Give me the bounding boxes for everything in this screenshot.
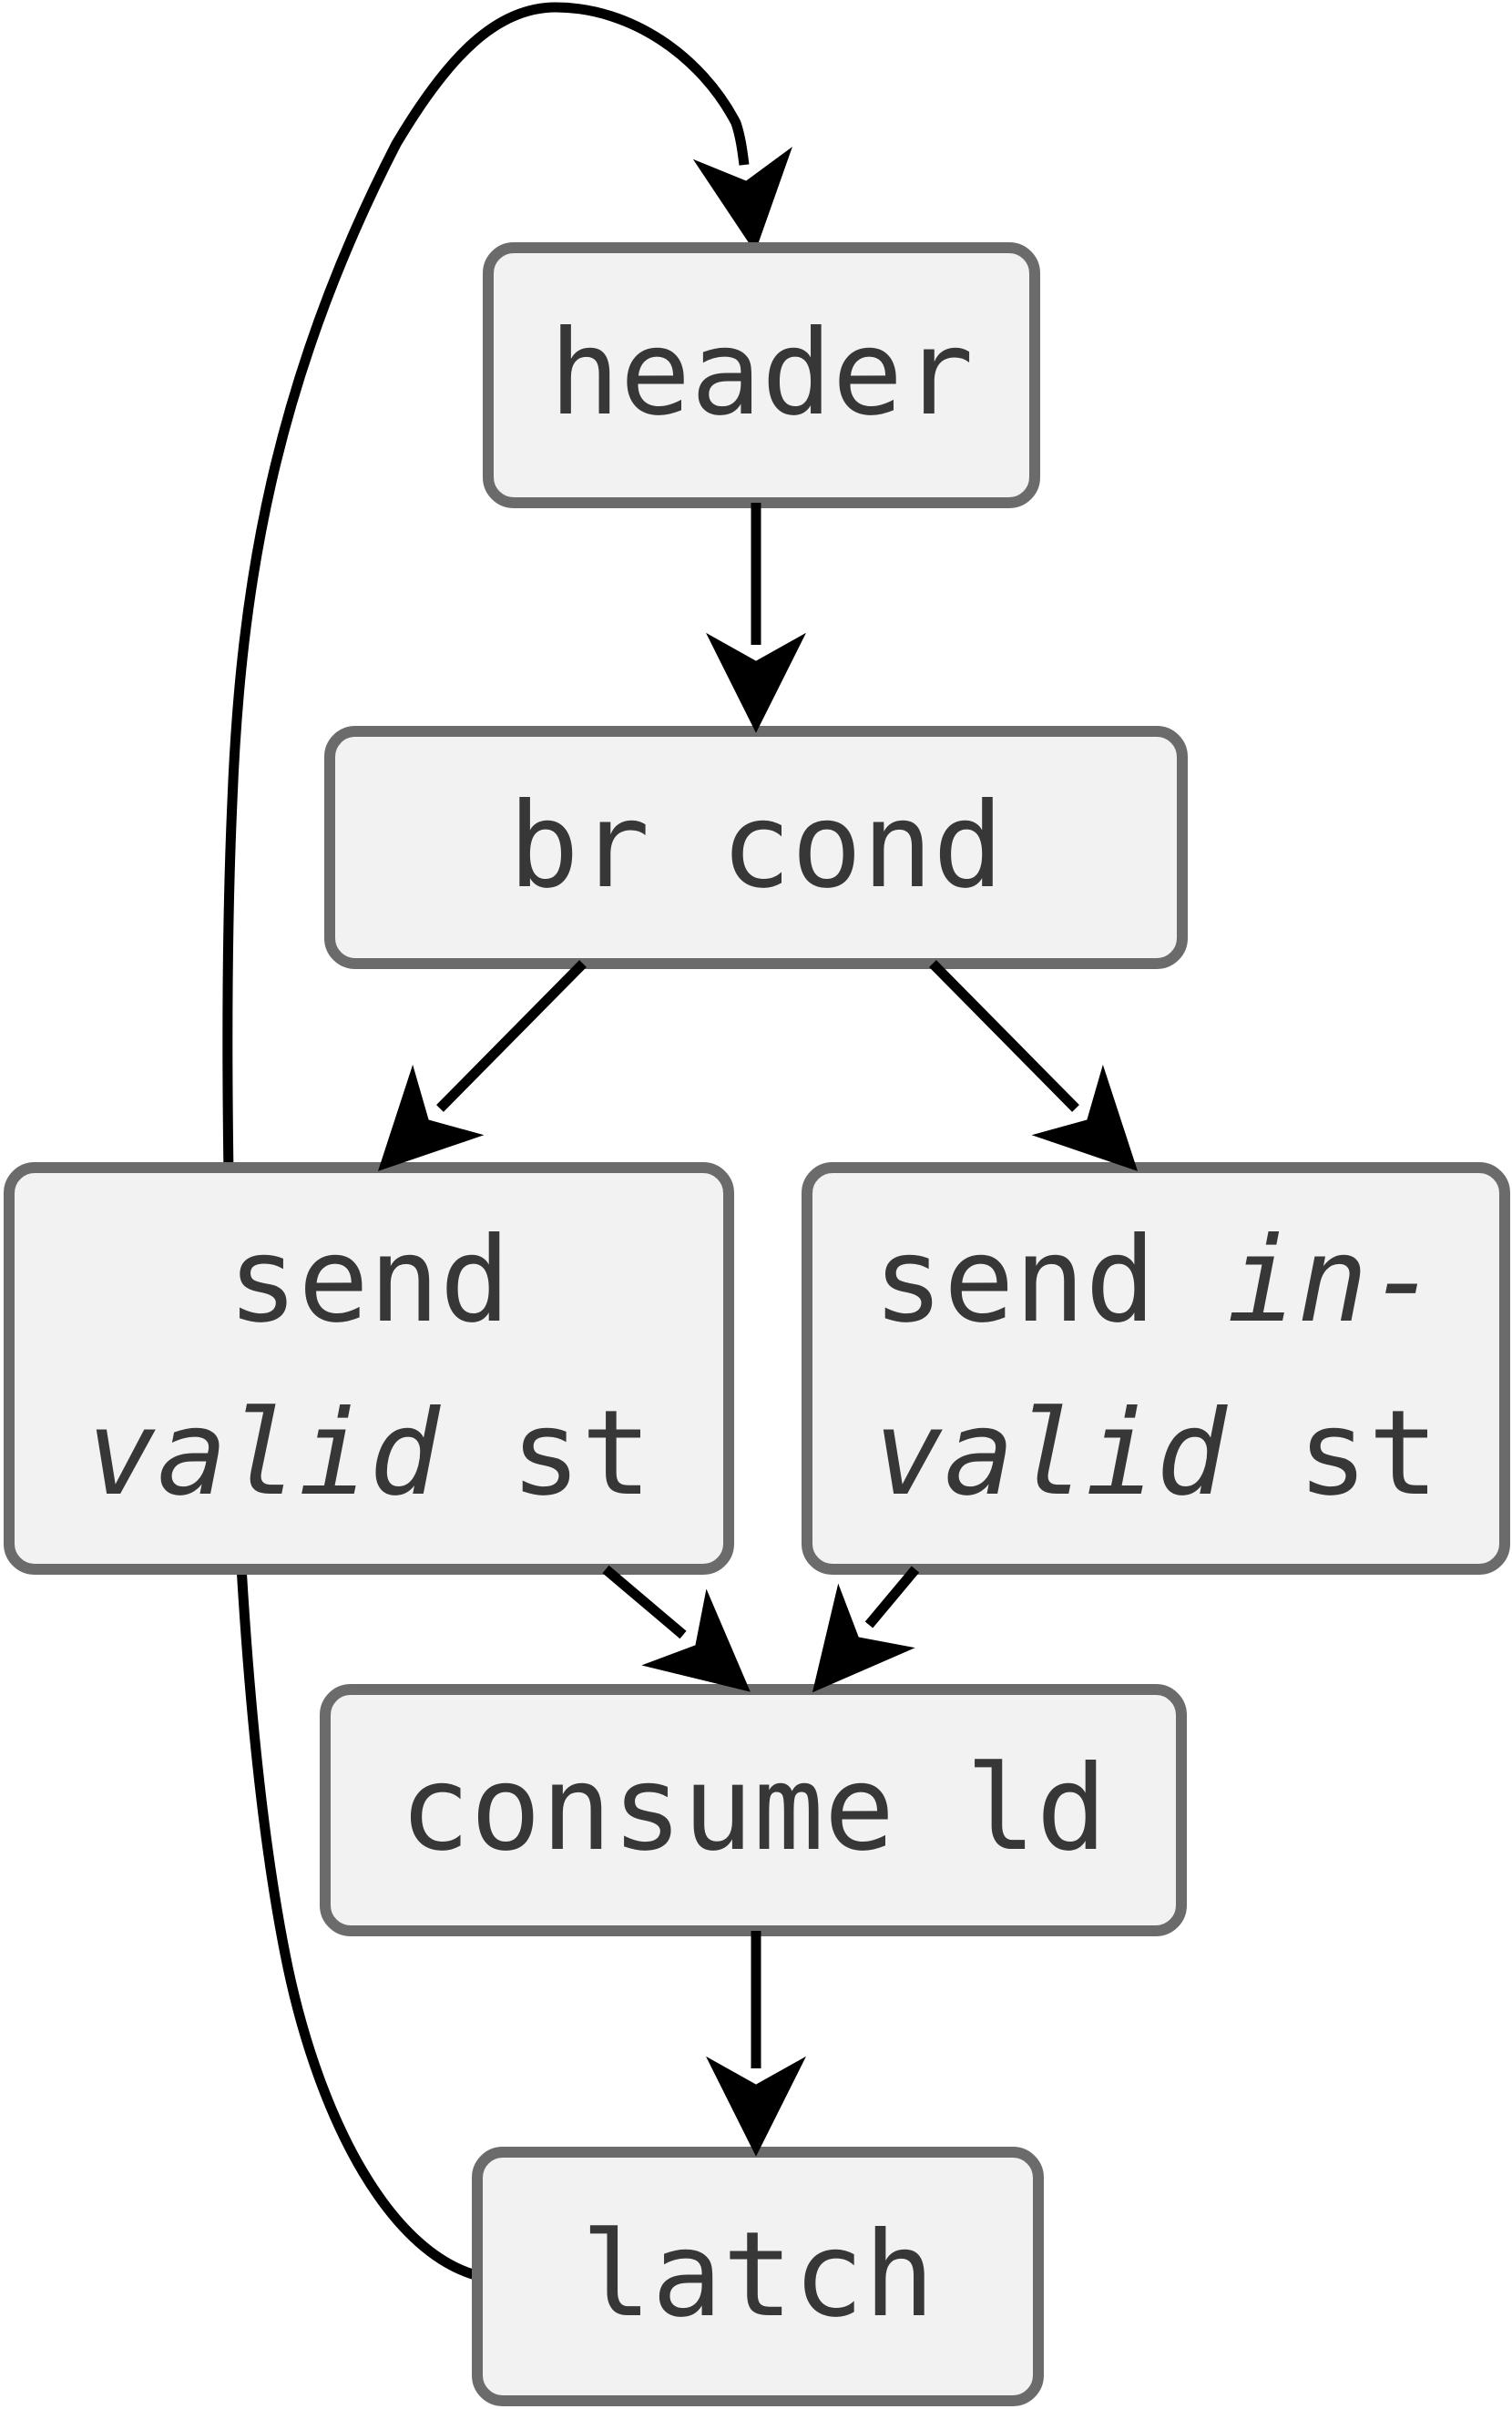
node-br-cond-label: br cond (508, 778, 1004, 914)
node-consume-ld-label: consume ld (400, 1740, 1108, 1877)
node-header-label: header (549, 305, 974, 442)
edge-latch-to-header (222, 2, 792, 2282)
node-br-cond: br cond (324, 726, 1188, 969)
node-header: header (483, 242, 1040, 508)
node-send-invalid-st-box (802, 1162, 1510, 1575)
edge-br-cond-to-send-valid-st (377, 960, 587, 1171)
node-latch-label: latch (581, 2207, 935, 2343)
node-send-valid-st-box (4, 1162, 734, 1575)
node-send-invalid-st-label-line1: send in- (873, 1212, 1438, 1349)
edge-br-cond-to-send-invalid-st (929, 960, 1139, 1171)
node-send-valid-st: send valid st (4, 1162, 734, 1575)
node-send-invalid-st: send in- valid st (802, 1162, 1510, 1575)
node-send-invalid-st-label-line2: valid st (873, 1385, 1438, 1522)
node-consume-ld: consume ld (320, 1684, 1187, 1936)
node-send-valid-st-label-line2: valid st (86, 1385, 651, 1522)
node-send-valid-st-label-line1: send (228, 1212, 511, 1349)
node-latch: latch (472, 2147, 1044, 2406)
edge-send-invalid-st-to-consume-ld (812, 1566, 920, 1693)
node-header-box (483, 242, 1040, 508)
edge-send-valid-st-to-consume-ld (602, 1565, 751, 1692)
